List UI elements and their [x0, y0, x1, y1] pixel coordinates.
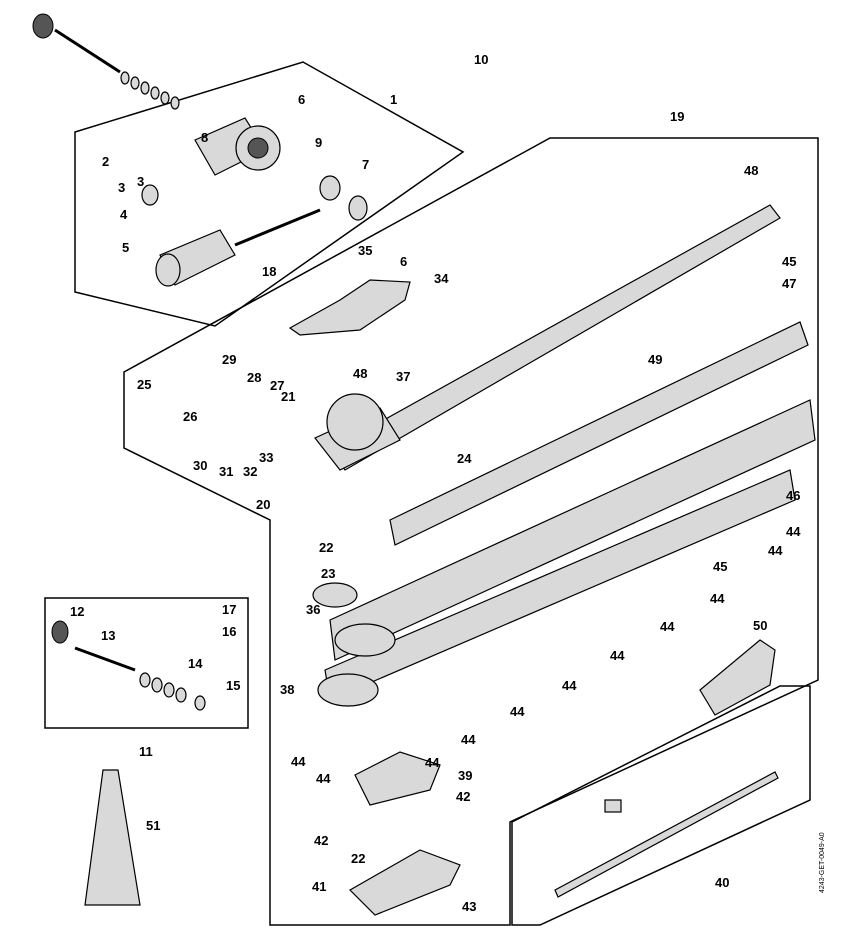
part-label-16: 16 [222, 624, 236, 639]
part-label-40: 40 [715, 875, 729, 890]
part-label-5: 5 [122, 240, 129, 255]
part-label-48: 48 [353, 366, 367, 381]
part-label-44: 44 [291, 754, 306, 769]
clip [604, 799, 622, 813]
gasket [354, 751, 441, 806]
part-label-15: 15 [226, 678, 240, 693]
part-label-42: 42 [456, 789, 470, 804]
part-label-51: 51 [146, 818, 160, 833]
part-label-42: 42 [314, 833, 328, 848]
group-box-11 [44, 597, 249, 729]
part-label-43: 43 [462, 899, 476, 914]
part-label-22: 22 [319, 540, 333, 555]
part-label-13: 13 [101, 628, 115, 643]
part-label-44: 44 [786, 524, 801, 539]
part-label-6: 6 [400, 254, 407, 269]
part-label-28: 28 [247, 370, 261, 385]
part-label-44: 44 [316, 771, 331, 786]
part-label-26: 26 [183, 409, 197, 424]
part-label-8: 8 [201, 130, 208, 145]
part-label-24: 24 [457, 451, 472, 466]
part-label-44: 44 [610, 648, 625, 663]
part-label-34: 34 [434, 271, 449, 286]
part-label-37: 37 [396, 369, 410, 384]
document-code: 4243-GET-0049-A0 [819, 832, 826, 893]
part-label-33: 33 [259, 450, 273, 465]
part-label-3: 3 [118, 180, 125, 195]
part-label-9: 9 [315, 135, 322, 150]
part-label-19: 19 [670, 109, 684, 124]
part-label-44: 44 [660, 619, 675, 634]
part-label-44: 44 [768, 543, 783, 558]
part-label-23: 23 [321, 566, 335, 581]
part-label-32: 32 [243, 464, 257, 479]
part-label-46: 46 [786, 488, 800, 503]
group-box-1 [74, 61, 465, 327]
part-label-27: 27 [270, 378, 284, 393]
gear-cover [349, 849, 461, 916]
part-label-44: 44 [562, 678, 577, 693]
part-label-12: 12 [70, 604, 84, 619]
part-label-25: 25 [137, 377, 151, 392]
part-label-45: 45 [782, 254, 796, 269]
part-label-38: 38 [280, 682, 294, 697]
shaft-kit [51, 620, 206, 711]
part-label-41: 41 [312, 879, 326, 894]
part-label-22: 22 [351, 851, 365, 866]
part-label-1: 1 [390, 92, 397, 107]
part-label-39: 39 [458, 768, 472, 783]
part-label-7: 7 [362, 157, 369, 172]
part-label-44: 44 [510, 704, 525, 719]
part-label-50: 50 [753, 618, 767, 633]
part-label-45: 45 [713, 559, 727, 574]
part-label-48: 48 [744, 163, 758, 178]
grease-tube [84, 769, 141, 906]
part-label-44: 44 [461, 732, 476, 747]
part-label-21: 21 [281, 389, 295, 404]
part-label-49: 49 [648, 352, 662, 367]
part-label-35: 35 [358, 243, 372, 258]
group-box-19 [123, 137, 819, 926]
part-label-29: 29 [222, 352, 236, 367]
part-label-30: 30 [193, 458, 207, 473]
part-label-2: 2 [102, 154, 109, 169]
drive-shaft [32, 13, 180, 110]
part-label-17: 17 [222, 602, 236, 617]
group-box-40 [511, 685, 811, 926]
blade-assembly [312, 204, 816, 707]
part-label-4: 4 [120, 207, 128, 222]
part-label-11: 11 [139, 744, 153, 759]
part-label-47: 47 [782, 276, 796, 291]
part-label-44: 44 [425, 755, 440, 770]
part-label-6: 6 [298, 92, 305, 107]
part-label-36: 36 [306, 602, 320, 617]
handle [288, 279, 411, 336]
part-label-20: 20 [256, 497, 270, 512]
part-label-18: 18 [262, 264, 276, 279]
part-label-10: 10 [474, 52, 488, 67]
part-label-14: 14 [188, 656, 203, 671]
gear-housing [141, 117, 368, 287]
part-label-31: 31 [219, 464, 233, 479]
part-label-44: 44 [710, 591, 725, 606]
knife-bar [554, 771, 779, 898]
part-label-3: 3 [137, 174, 144, 189]
blade-guard [699, 639, 776, 716]
